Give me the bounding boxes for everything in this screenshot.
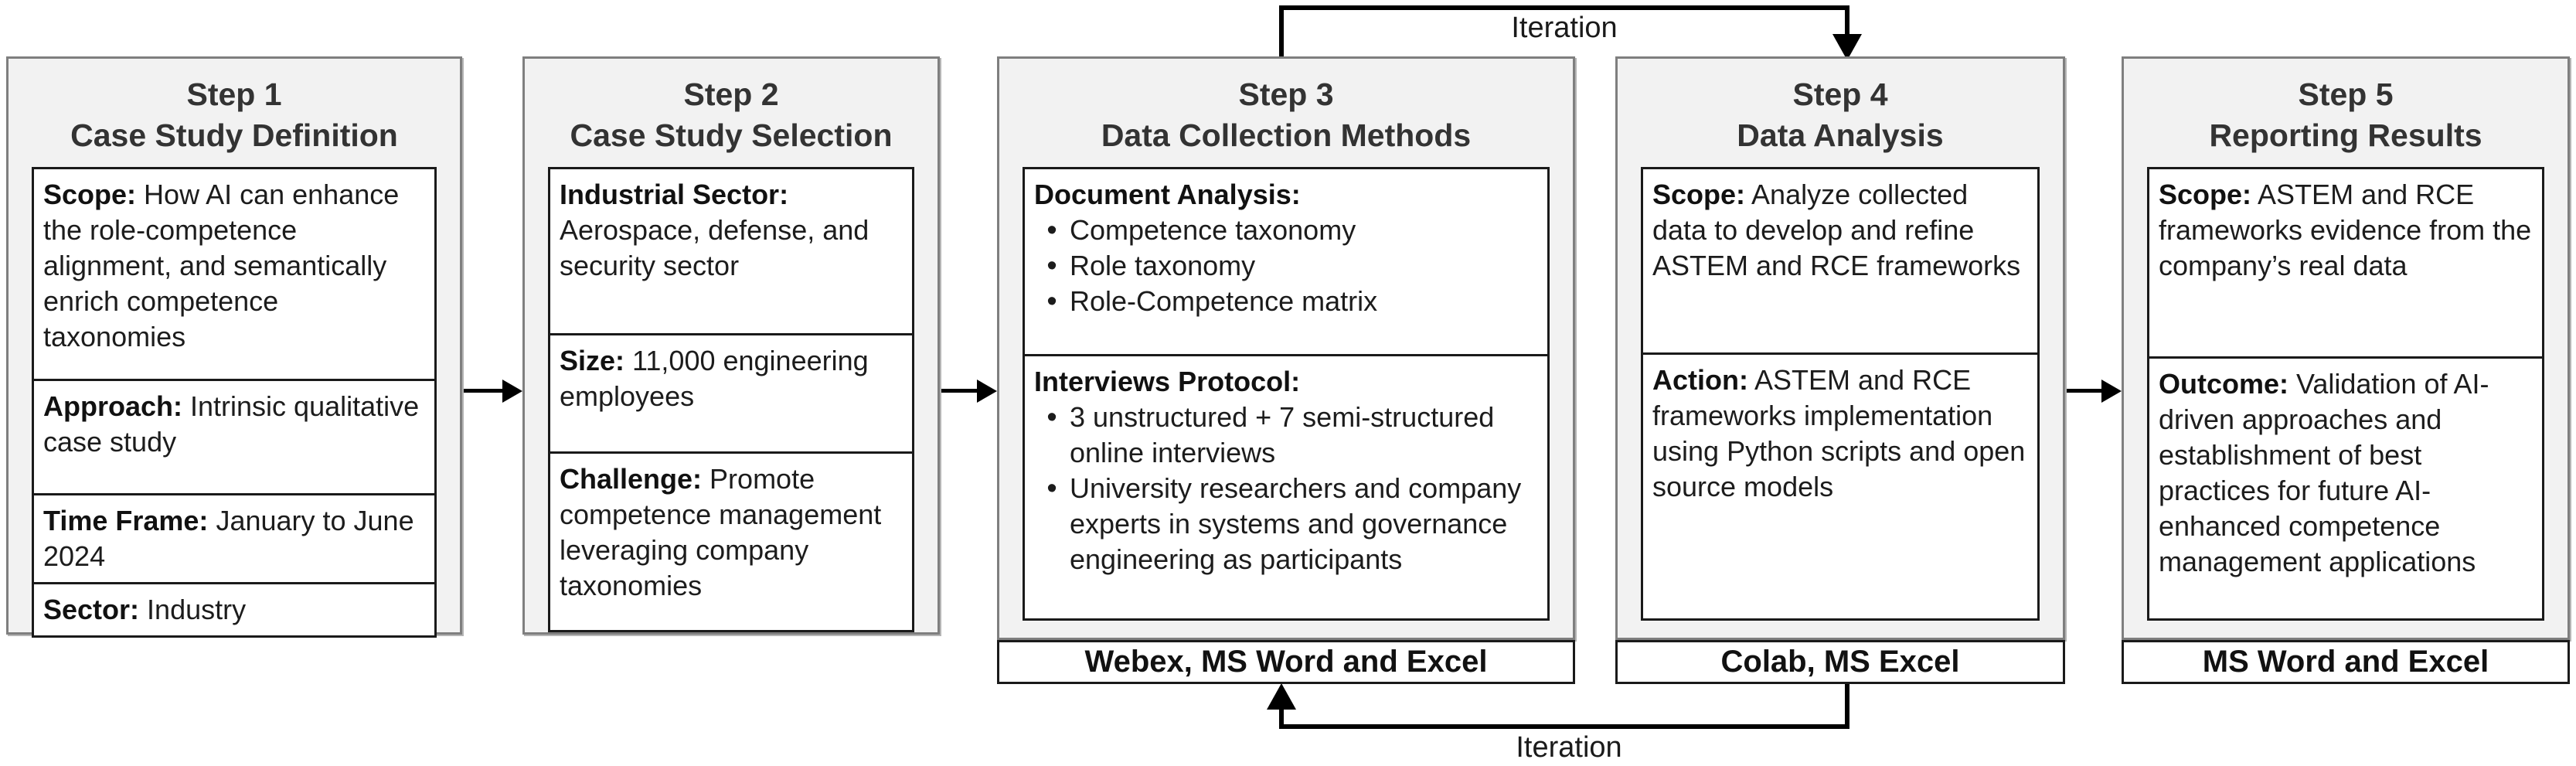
list-item: • Role taxonomy <box>1034 248 1538 284</box>
iteration-bottom-arrowhead-up <box>1267 683 1296 710</box>
step-4-scope-label: Scope: <box>1652 179 1746 210</box>
step-2-title-line1: Step 2 <box>683 77 779 112</box>
step-2-title-line2: Case Study Selection <box>570 117 893 153</box>
step-4-title-line2: Data Analysis <box>1737 117 1944 153</box>
interviews-bullet-2: University researchers and company exper… <box>1070 472 1522 575</box>
list-item: • Role-Competence matrix <box>1034 284 1538 319</box>
step-4-action-label: Action: <box>1652 364 1748 396</box>
step-1-outer: Step 1 Case Study Definition Scope: How … <box>6 56 462 638</box>
bullet-icon: • <box>1046 285 1057 318</box>
bullet-icon: • <box>1046 214 1057 247</box>
interviews-bullet-1: 3 unstructured + 7 semi-structured onlin… <box>1070 401 1495 468</box>
step-1-scope-section: Scope: How AI can enhance the role-compe… <box>34 169 434 379</box>
step-4-outer: Step 4 Data Analysis Scope: Analyze coll… <box>1615 56 2065 640</box>
step-4-scope-section: Scope: Analyze collected data to develop… <box>1643 169 2037 352</box>
step-5-title: Step 5 Reporting Results <box>2124 59 2567 156</box>
step-1-title-line1: Step 1 <box>186 77 282 112</box>
step-5-scope-section: Scope: ASTEM and RCE frameworks evidence… <box>2149 169 2542 356</box>
step-2-challenge-section: Challenge: Promote competence management… <box>550 451 912 630</box>
step-5-scope-text: ASTEM and RCE frameworks evidence from t… <box>2159 179 2532 281</box>
step-3-box: Step 3 Data Collection Methods Document … <box>997 56 1575 684</box>
step-1-approach-section: Approach: Intrinsic qualitative case stu… <box>34 378 434 493</box>
step-2-challenge-label: Challenge: <box>560 463 703 495</box>
step-1-timeframe-text: January to June 2024 <box>43 504 414 572</box>
step-5-content-box: Scope: ASTEM and RCE frameworks evidence… <box>2147 167 2544 621</box>
step-3-interviews-protocol-label: Interviews Protocol: <box>1034 366 1301 397</box>
step-1-timeframe-label: Time Frame: <box>43 504 209 536</box>
step-1-title-line2: Case Study Definition <box>70 117 398 153</box>
step-2-title: Step 2 Case Study Selection <box>525 59 938 156</box>
step-2-industrial-sector-text: Aerospace, defense, and security sector <box>560 214 869 281</box>
step-5-title-line1: Step 5 <box>2298 77 2394 112</box>
step-2-size-label: Size: <box>560 345 625 376</box>
list-item: • University researchers and company exp… <box>1034 471 1538 577</box>
bullet-icon: • <box>1046 472 1057 505</box>
step-1-title: Step 1 Case Study Definition <box>9 59 460 156</box>
step-3-title-line2: Data Collection Methods <box>1101 117 1472 153</box>
step-4-box: Step 4 Data Analysis Scope: Analyze coll… <box>1615 56 2065 684</box>
step-5-outer: Step 5 Reporting Results Scope: ASTEM an… <box>2122 56 2570 640</box>
document-analysis-bullet-2: Role taxonomy <box>1070 250 1256 281</box>
step-3-outer: Step 3 Data Collection Methods Document … <box>997 56 1575 640</box>
step-1-scope-text: How AI can enhance the role-competence a… <box>43 179 400 352</box>
document-analysis-bullet-3: Role-Competence matrix <box>1070 285 1378 317</box>
arrow-step4-to-step5 <box>2065 389 2101 393</box>
step-4-action-section: Action: ASTEM and RCE frameworks impleme… <box>1643 352 2037 618</box>
step-2-industrial-sector-section: Industrial Sector: Aerospace, defense, a… <box>550 169 912 333</box>
step-2-industrial-sector-label: Industrial Sector: <box>560 179 789 210</box>
document-analysis-bullet-1: Competence taxonomy <box>1070 214 1356 246</box>
step-2-outer: Step 2 Case Study Selection Industrial S… <box>522 56 940 635</box>
step-3-interviews-protocol-section: Interviews Protocol: • 3 unstructured + … <box>1025 354 1547 618</box>
step-1-approach-label: Approach: <box>43 390 182 422</box>
step-4-title-line1: Step 4 <box>1792 77 1888 112</box>
step-1-sector-label: Sector: <box>43 594 140 626</box>
step-2-box: Step 2 Case Study Selection Industrial S… <box>522 56 940 635</box>
iteration-bottom-line <box>1279 683 1849 729</box>
iteration-label-bottom: Iteration <box>1516 731 1622 764</box>
step-1-approach-text: Intrinsic qualitative case study <box>43 390 420 458</box>
step-5-outcome-text: Validation of AI-driven approaches and e… <box>2159 368 2489 577</box>
bullet-icon: • <box>1046 250 1057 282</box>
step-2-size-text: 11,000 engineering employees <box>560 345 869 412</box>
step-4-tools-bar: Colab, MS Excel <box>1615 640 2065 684</box>
step-1-content-box: Scope: How AI can enhance the role-compe… <box>32 167 437 638</box>
step-5-tools-bar: MS Word and Excel <box>2122 640 2570 684</box>
step-1-sector-section: Sector: Industry <box>34 582 434 635</box>
step-1-scope-label: Scope: <box>43 179 137 210</box>
step-4-title: Step 4 Data Analysis <box>1618 59 2063 156</box>
step-4-content-box: Scope: Analyze collected data to develop… <box>1641 167 2040 621</box>
step-3-tools-bar: Webex, MS Word and Excel <box>997 640 1575 684</box>
list-item: • 3 unstructured + 7 semi-structured onl… <box>1034 400 1538 471</box>
bullet-icon: • <box>1046 401 1057 434</box>
arrow-step2-to-step3 <box>940 389 977 393</box>
step-1-timeframe-section: Time Frame: January to June 2024 <box>34 492 434 582</box>
step-2-content-box: Industrial Sector: Aerospace, defense, a… <box>548 167 914 632</box>
step-3-document-analysis-label: Document Analysis: <box>1034 179 1301 210</box>
step-4-action-text: ASTEM and RCE frameworks implementation … <box>1652 364 2026 502</box>
step-5-outcome-section: Outcome: Validation of AI-driven approac… <box>2149 356 2542 618</box>
step-5-outcome-label: Outcome: <box>2159 368 2289 400</box>
step-1-box: Step 1 Case Study Definition Scope: How … <box>6 56 462 638</box>
step-5-scope-label: Scope: <box>2159 179 2252 210</box>
list-item: • Competence taxonomy <box>1034 213 1538 248</box>
step-2-size-section: Size: 11,000 engineering employees <box>550 333 912 451</box>
step-3-content-box: Document Analysis: • Competence taxonomy… <box>1023 167 1550 621</box>
step-4-scope-text: Analyze collected data to develop and re… <box>1652 179 2021 281</box>
step-5-box: Step 5 Reporting Results Scope: ASTEM an… <box>2122 56 2570 684</box>
step-1-sector-text: Industry <box>147 594 247 626</box>
step-2-challenge-text: Promote competence management leveraging… <box>560 463 882 601</box>
arrow-step1-to-step2 <box>462 389 502 393</box>
step-3-title: Step 3 Data Collection Methods <box>999 59 1573 156</box>
step-3-document-analysis-section: Document Analysis: • Competence taxonomy… <box>1025 169 1547 354</box>
arrowhead-step2-to-step3 <box>977 380 997 403</box>
step-5-title-line2: Reporting Results <box>2209 117 2482 153</box>
step-3-title-line1: Step 3 <box>1238 77 1334 112</box>
arrowhead-step4-to-step5 <box>2101 380 2122 403</box>
arrowhead-step1-to-step2 <box>502 380 522 403</box>
iteration-label-top: Iteration <box>1511 12 1618 44</box>
